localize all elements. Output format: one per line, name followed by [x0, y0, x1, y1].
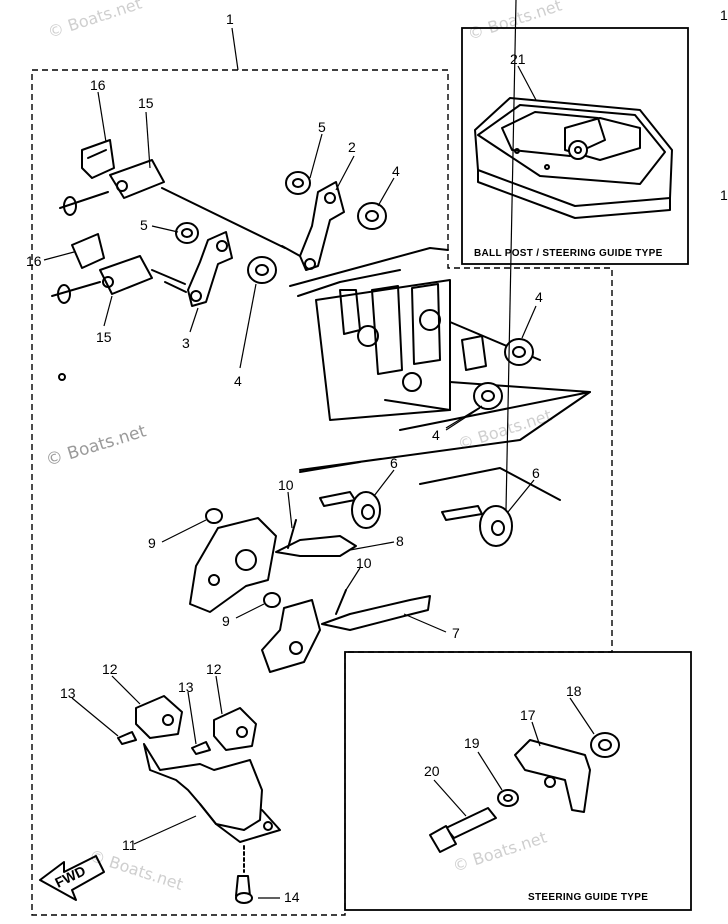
callout-label: 4	[535, 289, 543, 305]
callout-label: 4	[392, 163, 400, 179]
watermark-main: © Boats.net	[44, 421, 149, 471]
callout-labels: 1 2 3 4 4 4 4 5 5 6 6 7 8 9 9 10 10 11 1…	[26, 11, 582, 905]
callout-label: 12	[206, 661, 222, 677]
callout-label: 5	[140, 217, 148, 233]
callout-label: 12	[102, 661, 118, 677]
callout-label: 15	[138, 95, 154, 111]
callout-label: 10	[356, 555, 372, 571]
callout-label: 20	[424, 763, 440, 779]
callout-label: 21	[510, 51, 526, 67]
callout-label: 8	[396, 533, 404, 549]
callout-label: 18	[566, 683, 582, 699]
shift-cam-assembly	[189, 461, 561, 673]
callout-label: 9	[222, 613, 230, 629]
edge-mark: 1	[720, 7, 728, 23]
callout-label: 9	[148, 535, 156, 551]
callout-label: 13	[60, 685, 76, 701]
watermark-faint: © Boats.net	[450, 828, 549, 876]
callout-label: 19	[464, 735, 480, 751]
inset-steering-guide: STEERING GUIDE TYPE	[344, 651, 692, 911]
watermark-faint: © Boats.net	[45, 0, 144, 42]
leader-lines	[43, 0, 595, 899]
callout-label: 6	[532, 465, 540, 481]
callout-label: 16	[90, 77, 106, 93]
inset-caption: STEERING GUIDE TYPE	[528, 892, 648, 903]
inset-caption: BALL POST / STEERING GUIDE TYPE	[474, 248, 663, 259]
callout-label: 2	[348, 139, 356, 155]
bottom-bracket	[117, 695, 281, 904]
callout-label: 11	[122, 837, 137, 853]
links-upper-left	[51, 139, 286, 381]
callout-label: 5	[318, 119, 326, 135]
assembly-boundary	[31, 69, 613, 916]
callout-label: 4	[234, 373, 242, 389]
edge-mark: 1	[720, 187, 728, 203]
callout-label: 14	[284, 889, 300, 905]
bracket-housing	[289, 247, 591, 471]
callout-label: 16	[26, 253, 42, 269]
callout-label: 7	[452, 625, 460, 641]
callout-label: 6	[390, 455, 398, 471]
callout-label: 4	[432, 427, 440, 443]
callout-label: 13	[178, 679, 194, 695]
callout-label: 15	[96, 329, 112, 345]
inset-ball-post: BALL POST / STEERING GUIDE TYPE	[461, 27, 689, 265]
callout-label: 1	[226, 11, 234, 27]
callout-label: 17	[520, 707, 536, 723]
levers-2-3	[164, 171, 387, 307]
callout-label: 3	[182, 335, 190, 351]
callout-label: 10	[278, 477, 294, 493]
